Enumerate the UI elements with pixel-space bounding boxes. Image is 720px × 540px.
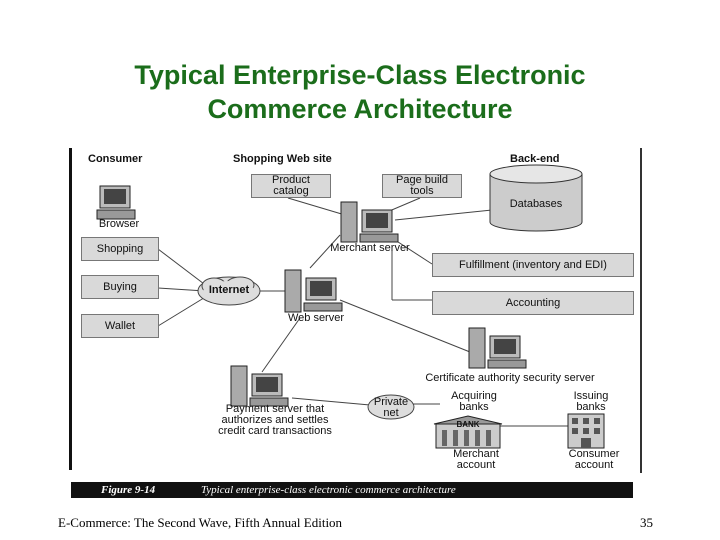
column-label-back-end: Back-end	[510, 153, 560, 165]
internet-label: Internet	[208, 284, 250, 296]
payment-server-label: Payment server that authorizes and settl…	[196, 404, 354, 437]
merchant-account-line2: account	[456, 459, 496, 471]
merchant-server-icon	[340, 201, 399, 243]
browser-computer-icon	[96, 185, 136, 220]
page-build-line2: tools	[410, 185, 434, 197]
web-server-label: Web server	[287, 312, 345, 324]
browser-label: Browser	[98, 218, 140, 230]
payment-server-icon	[230, 365, 289, 407]
acquiring-bank-building-icon	[433, 415, 503, 449]
merchant-account-label: Merchant account	[436, 449, 516, 471]
figure-caption-text: Typical enterprise-class electronic comm…	[201, 484, 456, 496]
accounting-box: Accounting	[432, 291, 634, 315]
column-label-consumer: Consumer	[88, 153, 143, 165]
figure-right-border	[640, 148, 642, 473]
page-build-tools-box: Page build tools	[382, 174, 462, 198]
web-server-icon	[284, 269, 343, 313]
figure-caption: Figure 9-14 Typical enterprise-class ele…	[71, 482, 633, 498]
shopping-box: Shopping	[81, 237, 159, 261]
private-net-line2: net	[383, 407, 399, 419]
acquiring-banks-label: Acquiring banks	[436, 391, 512, 413]
page-build-line1: Page build	[396, 174, 448, 186]
private-net-label: Private net	[366, 397, 416, 419]
slide-title-line1: Typical Enterprise-Class Electronic	[134, 60, 586, 90]
private-net-cloud-icon	[367, 394, 415, 420]
wallet-box: Wallet	[81, 314, 159, 338]
footer-source: E-Commerce: The Second Wave, Fifth Annua…	[58, 515, 343, 530]
issuing-banks-label: Issuing banks	[556, 391, 626, 413]
merchant-server-label: Merchant server	[330, 242, 410, 254]
payment-server-line2: authorizes and settles	[221, 414, 329, 426]
issuing-bank-building-icon	[567, 413, 605, 449]
issuing-banks-line2: banks	[576, 401, 606, 413]
product-catalog-line1: Product	[272, 174, 310, 186]
buying-box: Buying	[81, 275, 159, 299]
databases-cylinder-icon	[489, 164, 583, 232]
bank-sign: BANK	[456, 420, 480, 429]
private-net-line1: Private	[373, 396, 409, 408]
payment-server-line1: Payment server that	[225, 403, 325, 415]
slide-title-line2: Commerce Architecture	[207, 94, 513, 124]
payment-server-line3: credit card transactions	[218, 425, 332, 437]
merchant-account-line1: Merchant	[453, 448, 499, 460]
acquiring-banks-line1: Acquiring	[451, 390, 497, 402]
consumer-account-line1: Consumer	[568, 448, 620, 460]
issuing-banks-line1: Issuing	[573, 390, 609, 402]
fulfillment-box: Fulfillment (inventory and EDI)	[432, 253, 634, 277]
certificate-server-label: Certificate authority security server	[425, 372, 595, 384]
product-catalog-line2: catalog	[273, 185, 309, 197]
column-label-shopping-web-site: Shopping Web site	[233, 153, 332, 165]
slide-title: Typical Enterprise-Class Electronic Comm…	[0, 58, 720, 126]
product-catalog-box: Product catalog	[251, 174, 331, 198]
certificate-server-icon	[468, 327, 527, 369]
databases-label: Databases	[509, 198, 563, 210]
figure-number: Figure 9-14	[101, 484, 156, 496]
consumer-account-line2: account	[574, 459, 614, 471]
acquiring-banks-line2: banks	[459, 401, 489, 413]
consumer-account-label: Consumer account	[554, 449, 634, 471]
internet-cloud-icon	[197, 276, 261, 306]
page-number: 35	[640, 515, 653, 530]
figure-left-border	[69, 148, 72, 470]
